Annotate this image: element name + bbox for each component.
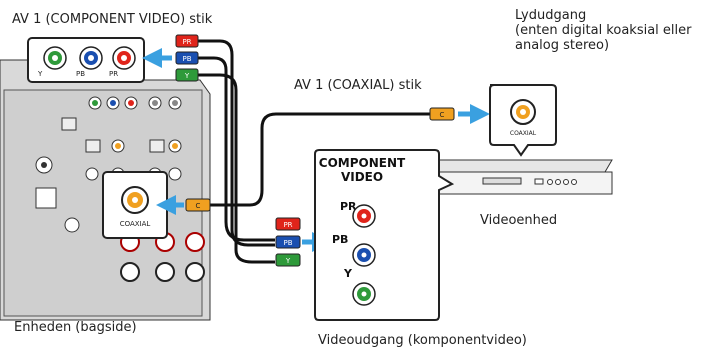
component-output-callout: COMPONENT VIDEO PR PB Y — [314, 149, 455, 321]
plugs-receiver-side: PR PB Y C — [175, 34, 211, 212]
plug-c-device: C — [440, 111, 445, 119]
callout-y-label: Y — [37, 70, 43, 78]
component-callout: Y PB PR — [27, 37, 145, 83]
av1-component-jack-label: AV 1 (COMPONENT VIDEO) stik — [12, 12, 213, 27]
callout-pr-label: PR — [109, 70, 118, 78]
plug-pr-top: PR — [182, 38, 191, 46]
component-video-title-line2: VIDEO — [341, 170, 383, 184]
unit-rear-label: Enheden (bagside) — [14, 320, 137, 335]
receiver-coaxial-callout: COAXIAL — [102, 171, 168, 239]
plug-y-top: Y — [184, 72, 190, 80]
av1-coaxial-jack-label: AV 1 (COAXIAL) stik — [294, 78, 422, 93]
out-pr-label: PR — [340, 200, 357, 213]
video-device-label: Videoenhed — [480, 213, 558, 228]
device-coaxial-label: COAXIAL — [510, 130, 537, 137]
component-video-title-line1: COMPONENT — [319, 156, 406, 170]
device-coaxial-callout: COAXIAL — [489, 84, 557, 157]
cables — [195, 39, 430, 264]
out-y-label: Y — [343, 267, 353, 280]
plug-pr-bottom: PR — [283, 221, 292, 229]
video-output-component-label: Videoudgang (komponentvideo) — [318, 333, 527, 348]
plug-pb-top: PB — [182, 55, 191, 63]
plugs-device-side: PR PB Y C — [275, 107, 455, 267]
plug-pb-bottom: PB — [283, 239, 292, 247]
plug-y-bottom: Y — [285, 257, 291, 265]
panel-top-jacks — [88, 96, 182, 110]
video-device — [421, 159, 613, 195]
callout-pb-label: PB — [76, 70, 85, 78]
audio-output-label: Lydudgang (enten digital koaksial eller … — [515, 8, 692, 53]
out-pb-label: PB — [332, 233, 348, 246]
signal-arrows — [142, 48, 490, 252]
plug-c-receiver: C — [196, 202, 201, 210]
receiver-coaxial-label: COAXIAL — [120, 220, 151, 228]
